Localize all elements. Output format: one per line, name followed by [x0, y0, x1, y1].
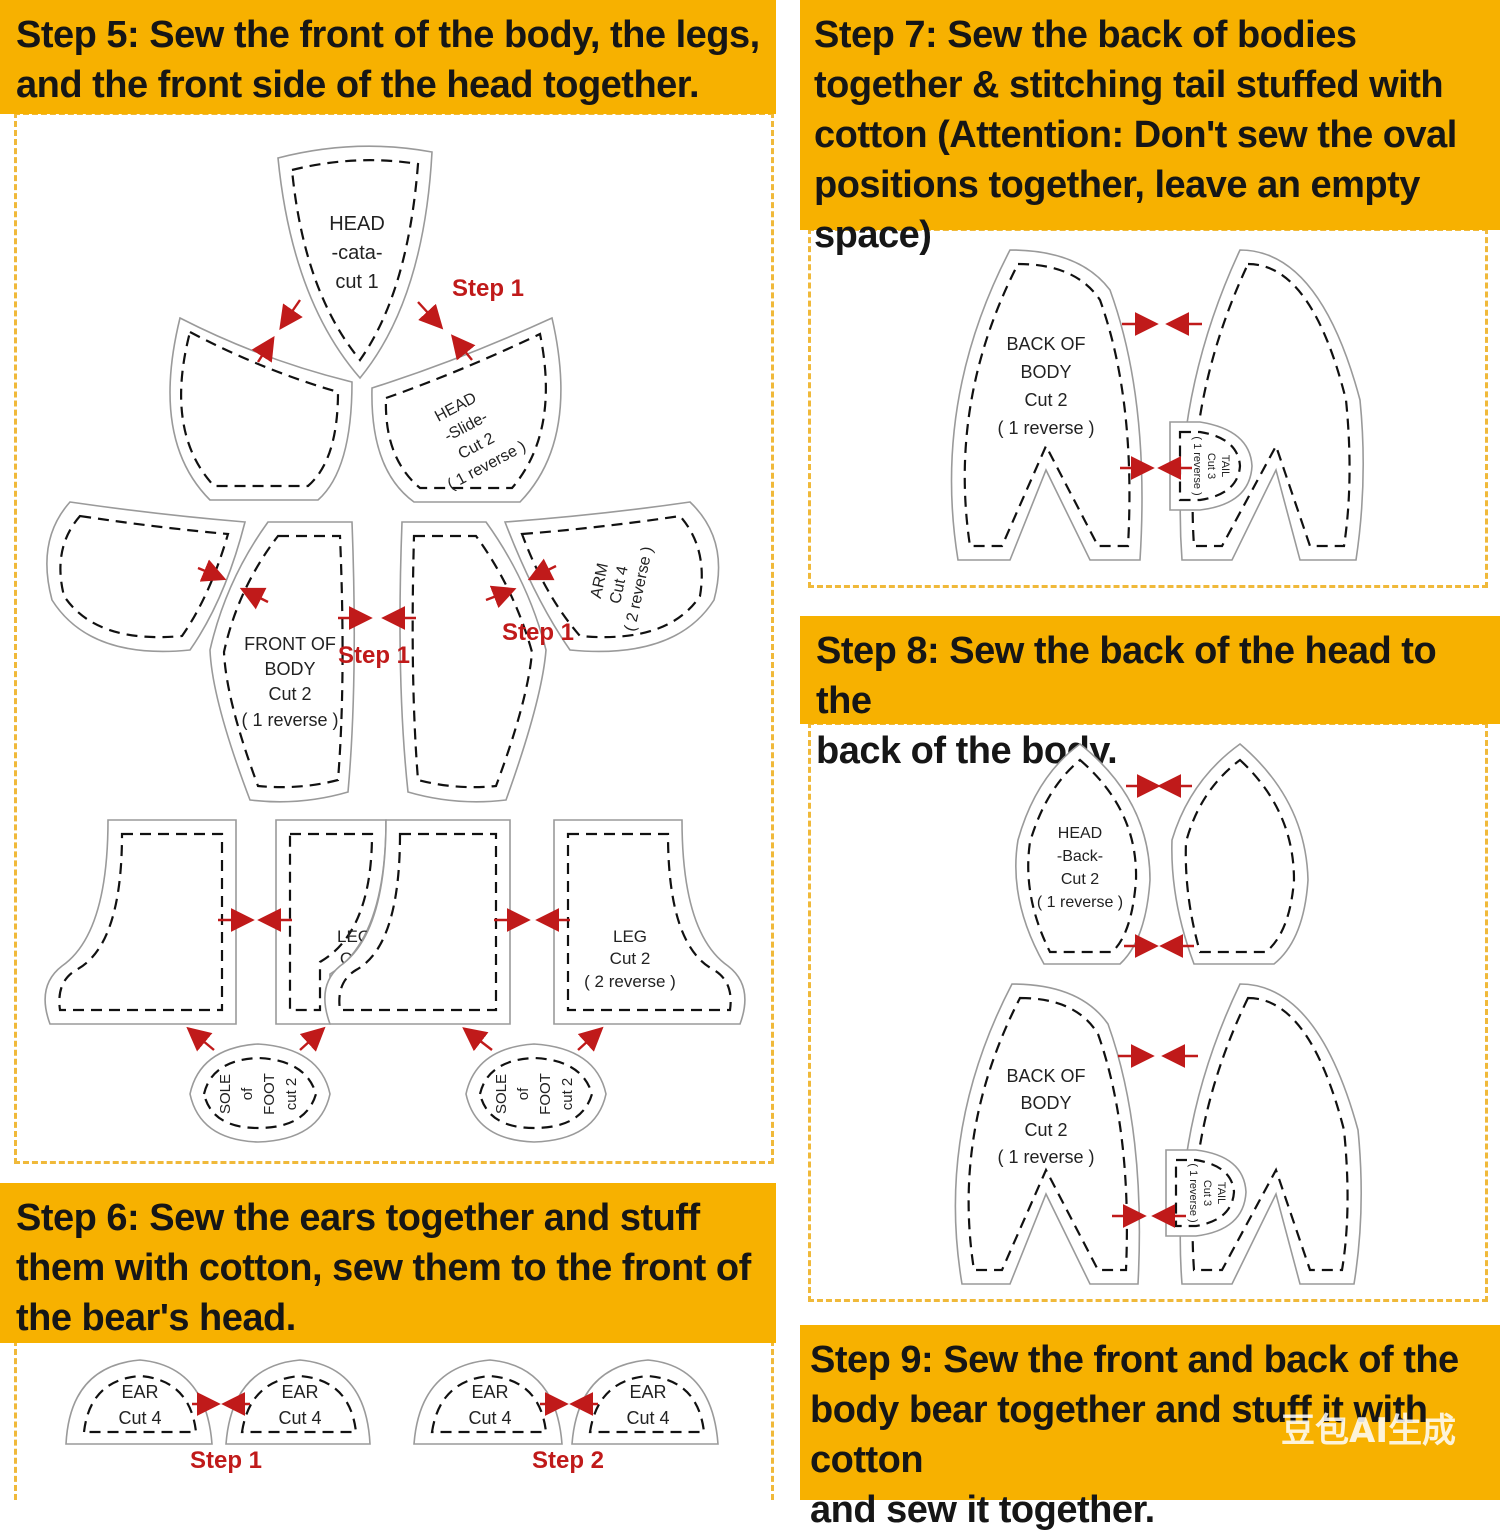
- ear-2-piece: EAR Cut 4: [225, 1359, 371, 1445]
- arm-right-piece: ARM Cut 4 ( 2 reverse ): [503, 501, 720, 653]
- leg-3-piece: [324, 819, 511, 1025]
- tail-2-line3: ( 1 reverse ): [1187, 1163, 1199, 1222]
- ear-2-line2: Cut 4: [278, 1408, 321, 1428]
- head-cata-line2: -cata-: [331, 242, 382, 264]
- head-cata-piece: HEAD -cata- cut 1: [277, 145, 433, 380]
- sole-right-line3: FOOT: [537, 1073, 554, 1115]
- back-body-1-line2: BODY: [1020, 362, 1071, 382]
- step6-text: Step 6: Sew the ears together and stuff …: [16, 1197, 751, 1339]
- step7-banner: Step 7: Sew the back of bodies together …: [800, 0, 1500, 256]
- head-slide-left-piece: [169, 316, 353, 501]
- sole-left-line2: of: [239, 1087, 256, 1100]
- head-slide-right-piece: HEAD -Slide- Cut 2 ( 1 reverse ): [371, 316, 562, 503]
- step7-text: Step 7: Sew the back of bodies together …: [814, 14, 1457, 256]
- step1-label-head: Step 1: [452, 275, 524, 302]
- sole-right-piece: SOLE of FOOT cut 2: [465, 1043, 607, 1143]
- ear-1-piece: EAR Cut 4: [65, 1359, 213, 1445]
- tail-step8: TAIL Cut 3 ( 1 reverse ): [1165, 1149, 1247, 1237]
- back-body-2-line1: BACK OF: [1006, 1066, 1085, 1086]
- step5-banner: Step 5: Sew the front of the body, the l…: [0, 0, 776, 114]
- tail-2-line1: TAIL: [1215, 1182, 1227, 1204]
- sole-left-line3: FOOT: [261, 1073, 278, 1115]
- step6-banner: Step 6: Sew the ears together and stuff …: [0, 1183, 776, 1343]
- back-body-right-step8: [1179, 983, 1362, 1285]
- ear-1-line1: EAR: [121, 1382, 158, 1402]
- front-body-line3: Cut 2: [268, 684, 311, 704]
- ear-2-line1: EAR: [281, 1382, 318, 1402]
- head-cata-line1: HEAD: [329, 213, 385, 235]
- head-back-line3: Cut 2: [1061, 871, 1099, 888]
- back-body-1-line3: Cut 2: [1024, 390, 1067, 410]
- ear-3-piece: EAR Cut 4: [413, 1359, 563, 1445]
- step2-label-ears: Step 2: [532, 1447, 604, 1474]
- ear-3-line1: EAR: [471, 1382, 508, 1402]
- ear-1-line2: Cut 4: [118, 1408, 161, 1428]
- sole-right-line1: SOLE: [493, 1074, 510, 1114]
- head-back-line4: ( 1 reverse ): [1037, 894, 1123, 911]
- ear-4-piece: EAR Cut 4: [571, 1359, 719, 1445]
- tail-step7: TAIL Cut 3 ( 1 reverse ): [1169, 421, 1253, 511]
- back-body-2-line2: BODY: [1020, 1093, 1071, 1113]
- watermark-logo: 豆包AI生成: [1281, 1411, 1456, 1451]
- tail-1-line2: Cut 3: [1205, 453, 1217, 479]
- step1-label-body: Step 1: [338, 642, 410, 669]
- head-cata-line3: cut 1: [335, 271, 378, 293]
- arm-left-piece: [46, 501, 247, 653]
- front-body-line1: FRONT OF: [244, 634, 336, 654]
- back-body-2-line4: ( 1 reverse ): [997, 1147, 1094, 1167]
- leg-line1: LEG: [613, 927, 647, 946]
- leg-1-piece: [44, 819, 237, 1025]
- back-body-2-line3: Cut 2: [1024, 1120, 1067, 1140]
- tail-2-line2: Cut 3: [1201, 1180, 1213, 1206]
- tail-1-line1: TAIL: [1219, 455, 1231, 477]
- step8-panel: [808, 722, 1488, 1302]
- head-back-right: [1171, 742, 1309, 965]
- step7-panel: [808, 228, 1488, 588]
- step8-banner: Step 8: Sew the back of the head to the …: [800, 616, 1500, 772]
- sole-left-line1: SOLE: [217, 1074, 234, 1114]
- back-body-right-step7: [1179, 249, 1364, 561]
- front-body-line4: ( 1 reverse ): [241, 710, 338, 730]
- ear-3-line2: Cut 4: [468, 1408, 511, 1428]
- back-body-left-step7: BACK OF BODY Cut 2 ( 1 reverse ): [950, 249, 1143, 561]
- leg-line3: ( 2 reverse ): [584, 972, 676, 991]
- back-body-1-line1: BACK OF: [1006, 334, 1085, 354]
- head-back-line2: -Back-: [1057, 848, 1103, 865]
- front-body-line2: BODY: [264, 659, 315, 679]
- ear-4-line1: EAR: [629, 1382, 666, 1402]
- sole-left-line4: cut 2: [283, 1078, 300, 1111]
- leg-4-piece: LEG Cut 2 ( 2 reverse ): [553, 819, 746, 1025]
- sole-right-line2: of: [515, 1087, 532, 1100]
- pattern-diagram: HEAD -cata- cut 1 HEAD -Slide- Cut 2 ( 1…: [44, 145, 1364, 1474]
- sole-right-line4: cut 2: [559, 1078, 576, 1111]
- back-body-1-line4: ( 1 reverse ): [997, 418, 1094, 438]
- tail-1-line3: ( 1 reverse ): [1191, 436, 1203, 495]
- leg-line2: Cut 2: [610, 949, 651, 968]
- step1-label-arm: Step 1: [502, 619, 574, 646]
- back-body-left-step8: BACK OF BODY Cut 2 ( 1 reverse ): [954, 983, 1141, 1285]
- step5-text: Step 5: Sew the front of the body, the l…: [16, 14, 760, 106]
- head-back-left: HEAD -Back- Cut 2 ( 1 reverse ): [1015, 742, 1151, 965]
- head-back-line1: HEAD: [1058, 825, 1102, 842]
- sole-left-piece: SOLE of FOOT cut 2: [189, 1043, 331, 1143]
- ear-4-line2: Cut 4: [626, 1408, 669, 1428]
- step1-label-ears: Step 1: [190, 1447, 262, 1474]
